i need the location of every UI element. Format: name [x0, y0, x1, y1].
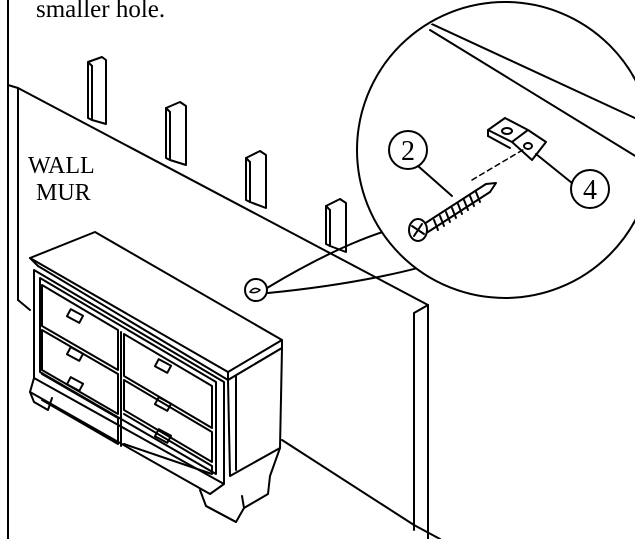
callout-screw-circle [388, 130, 428, 170]
magnified-detail [379, 4, 635, 242]
instruction-text: smaller hole. [36, 0, 166, 23]
callout-bracket-number: 4 [583, 175, 597, 206]
wall-label-en: WALL [28, 153, 95, 179]
callout-screw-number: 2 [401, 136, 415, 167]
wall-label-fr: MUR [36, 180, 91, 206]
screw-icon [408, 182, 497, 242]
dresser [29, 231, 283, 523]
callout-bracket-circle [570, 169, 610, 209]
wall-studs [87, 56, 347, 253]
wall-panel [7, 84, 441, 539]
anchor-point-icon [244, 278, 268, 302]
